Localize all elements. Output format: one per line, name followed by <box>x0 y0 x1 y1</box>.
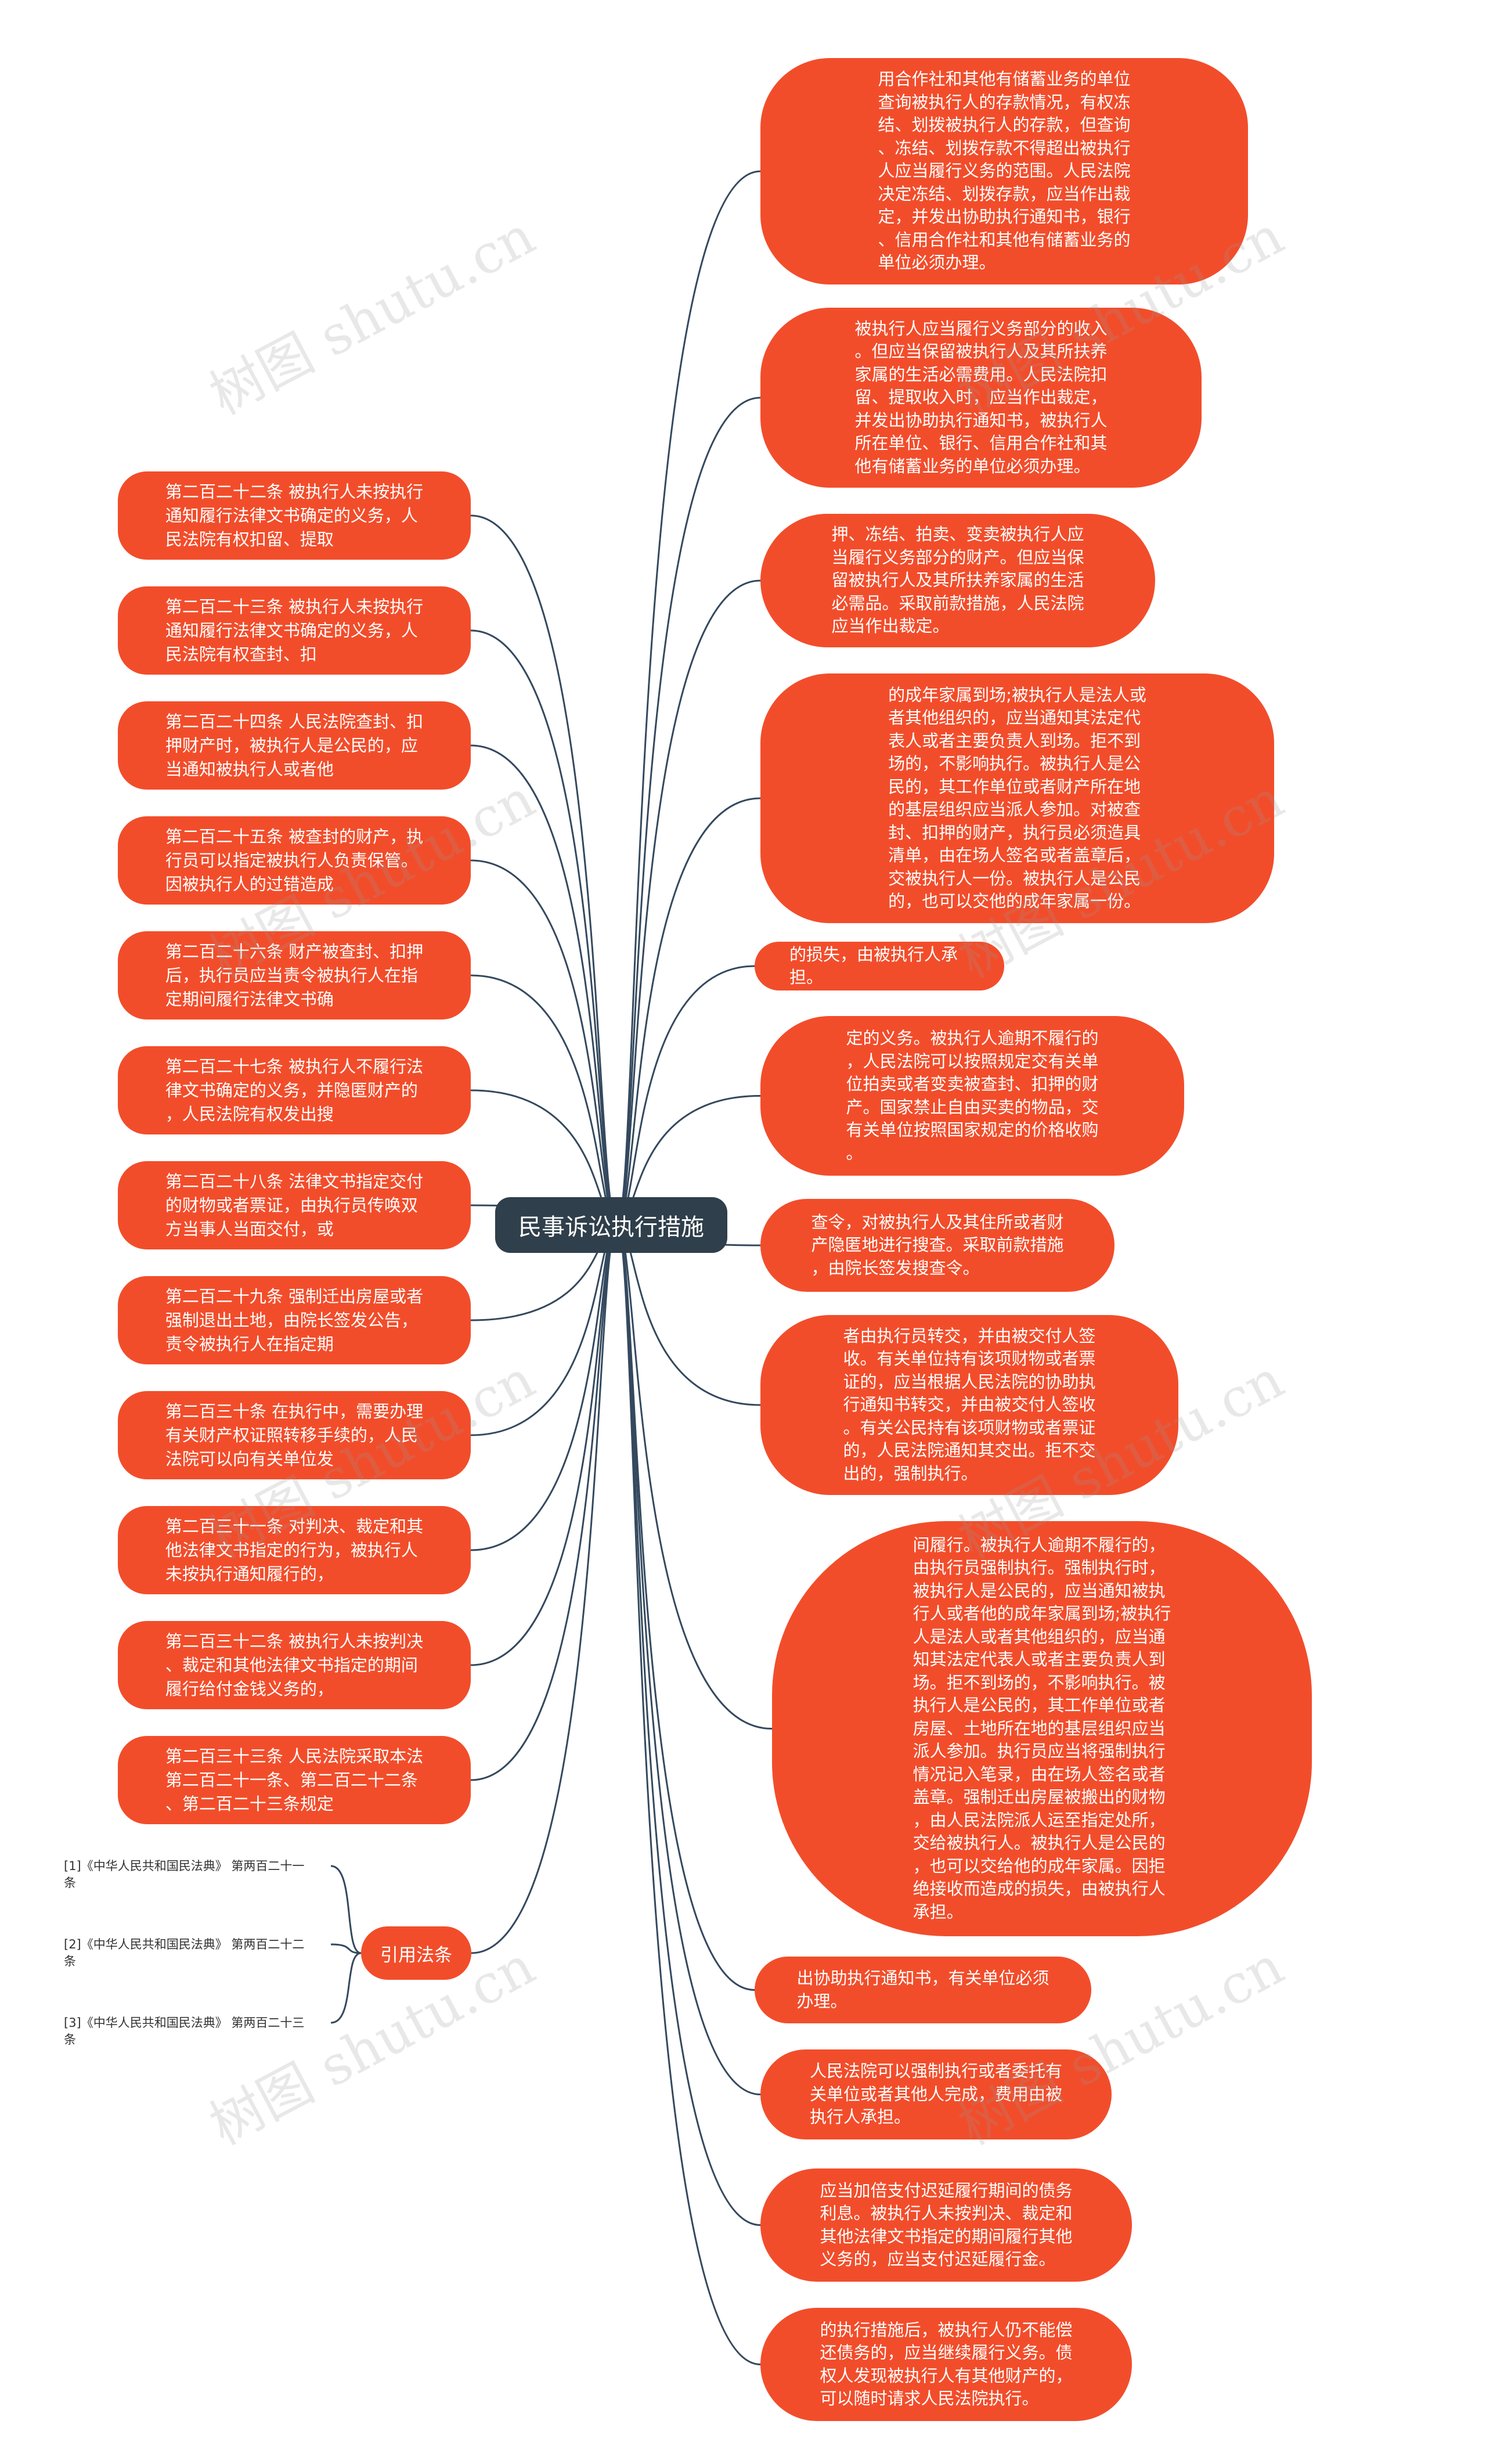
connector-left <box>470 859 618 1226</box>
right-branch-node[interactable]: 押、冻结、拍卖、变卖被执行人应 当履行义务部分的财产。但应当保 留被执行人及其所… <box>760 514 1155 647</box>
right-branch-node[interactable]: 定的义务。被执行人逾期不履行的 ，人民法院可以按照规定交有关单 位拍卖或者变卖被… <box>760 1016 1184 1176</box>
right-branch-node[interactable]: 用合作社和其他有储蓄业务的单位 查询被执行人的存款情况，有权冻 结、划拨被执行人… <box>760 58 1248 284</box>
right-branch-text: 被执行人应当履行义务部分的收入 。但应当保留被执行人及其所扶养 家属的生活必需费… <box>854 318 1108 476</box>
right-branch-node[interactable]: 查令，对被执行人及其住所或者财 产隐匿地进行搜查。采取前款措施 ，由院长签发搜查… <box>760 1199 1114 1292</box>
left-branch-text: 第二百三十条 在执行中，需要办理 有关财产权证照转移手续的，人民 法院可以向有关… <box>165 1401 424 1469</box>
connector-right <box>616 579 761 1226</box>
reference-item: [3]《中华人民共和国民法典》 第两百二十三 条 <box>64 2016 305 2047</box>
reference-item: [1]《中华人民共和国民法典》 第两百二十一 条 <box>64 1859 305 1890</box>
right-branch-node[interactable]: 出协助执行通知书，有关单位必须 办理。 <box>755 1957 1091 2023</box>
connector-left <box>470 629 618 1226</box>
right-branch-node[interactable]: 间履行。被执行人逾期不履行的， 由执行员强制执行。强制执行时， 被执行人是公民的… <box>772 1521 1312 1936</box>
right-branch-node[interactable]: 应当加倍支付迟延履行期间的债务 利息。被执行人未按判决、裁定和 其他法律文书指定… <box>760 2168 1132 2282</box>
left-branch-text: 第二百三十一条 对判决、裁定和其 他法律文书指定的行为，被执行人 未按执行通知履… <box>165 1516 424 1584</box>
right-branch-node[interactable]: 的损失，由被执行人承担。 <box>755 942 1004 990</box>
left-branch-text: 第二百三十二条 被执行人未按判决 、裁定和其他法律文书指定的期间 履行给付金钱义… <box>165 1631 424 1699</box>
left-branch-text: 第二百二十四条 人民法院查封、扣 押财产时，被执行人是公民的，应 当通知被执行人… <box>165 711 424 779</box>
right-branch-node[interactable]: 者由执行员转交，并由被交付人签 收。有关单位持有该项财物或者票 证的，应当根据人… <box>760 1315 1178 1495</box>
connector-right <box>616 1224 761 2365</box>
left-branch-node[interactable]: 第二百三十二条 被执行人未按判决 、裁定和其他法律文书指定的期间 履行给付金钱义… <box>118 1621 471 1709</box>
reference-item: [2]《中华人民共和国民法典》 第两百二十二 条 <box>64 1937 305 1968</box>
connector-right <box>616 1224 761 2095</box>
left-branch-text: 第二百二十五条 被查封的财产，执 行员可以指定被执行人负责保管。 因被执行人的过… <box>165 826 424 894</box>
connector-right <box>616 397 761 1226</box>
left-branch-text: 第二百二十九条 强制迁出房屋或者 强制退出土地，由院长签发公告， 责令被执行人在… <box>165 1286 424 1354</box>
right-branch-text: 的损失，由被执行人承担。 <box>789 944 958 988</box>
connector-left <box>470 1224 618 1666</box>
right-branch-text: 查令，对被执行人及其住所或者财 产隐匿地进行搜查。采取前款措施 ，由院长签发搜查… <box>811 1212 1064 1278</box>
left-branch-node[interactable]: 第二百二十九条 强制迁出房屋或者 强制退出土地，由院长签发公告， 责令被执行人在… <box>118 1276 471 1364</box>
connector-right <box>616 1224 755 1991</box>
right-branch-text: 押、冻结、拍卖、变卖被执行人应 当履行义务部分的财产。但应当保 留被执行人及其所… <box>831 524 1084 636</box>
left-branch-node[interactable]: 第二百二十七条 被执行人不履行法 律文书确定的义务，并隐匿财产的 ，人民法院有权… <box>118 1046 471 1134</box>
left-branch-node[interactable]: 第二百二十六条 财产被查封、扣押 后，执行员应当责令被执行人在指 定期间履行法律… <box>118 931 471 1020</box>
connector-right <box>616 1224 761 2226</box>
left-branch-node[interactable]: 第二百三十一条 对判决、裁定和其 他法律文书指定的行为，被执行人 未按执行通知履… <box>118 1506 471 1594</box>
right-branch-node[interactable]: 人民法院可以强制执行或者委托有 关单位或者其他人完成，费用由被 执行人承担。 <box>760 2049 1112 2139</box>
right-branch-node[interactable]: 的执行措施后，被执行人仍不能偿 还债务的，应当继续履行义务。债 权人发现被执行人… <box>760 2308 1132 2421</box>
references-hub[interactable]: 引用法条 <box>361 1926 471 1980</box>
right-branch-text: 应当加倍支付迟延履行期间的债务 利息。被执行人未按判决、裁定和 其他法律文书指定… <box>820 2180 1073 2270</box>
left-branch-node[interactable]: 第二百二十八条 法律文书指定交付 的财物或者票证，由执行员传唤双 方当事人当面交… <box>118 1161 471 1249</box>
right-branch-text: 间履行。被执行人逾期不履行的， 由执行员强制执行。强制执行时， 被执行人是公民的… <box>912 1534 1171 1922</box>
central-topic[interactable]: 民事诉讼执行措施 <box>495 1197 727 1253</box>
left-branch-node[interactable]: 第二百二十二条 被执行人未按执行 通知履行法律文书确定的义务，人 民法院有权扣留… <box>118 471 471 560</box>
left-branch-node[interactable]: 第二百三十三条 人民法院采取本法 第二百二十一条、第二百二十二条 、第二百二十三… <box>118 1736 471 1824</box>
left-branch-text: 第二百二十二条 被执行人未按执行 通知履行法律文书确定的义务，人 民法院有权扣留… <box>165 481 424 549</box>
connector-left <box>470 974 618 1226</box>
connector-left <box>471 1224 618 1954</box>
right-branch-text: 的执行措施后，被执行人仍不能偿 还债务的，应当继续履行义务。债 权人发现被执行人… <box>820 2319 1073 2409</box>
left-branch-text: 第二百三十三条 人民法院采取本法 第二百二十一条、第二百二十二条 、第二百二十三… <box>165 1746 424 1814</box>
left-branch-text: 第二百二十八条 法律文书指定交付 的财物或者票证，由执行员传唤双 方当事人当面交… <box>165 1171 424 1239</box>
right-branch-text: 的成年家属到场;被执行人是法人或 者其他组织的，应当通知其法定代 表人或者主要负… <box>888 685 1146 912</box>
left-branch-node[interactable]: 第二百二十三条 被执行人未按执行 通知履行法律文书确定的义务，人 民法院有权查封… <box>118 586 471 675</box>
right-branch-text: 人民法院可以强制执行或者委托有 关单位或者其他人完成，费用由被 执行人承担。 <box>809 2061 1062 2127</box>
central-topic-label: 民事诉讼执行措施 <box>518 1214 704 1241</box>
right-branch-node[interactable]: 被执行人应当履行义务部分的收入 。但应当保留被执行人及其所扶养 家属的生活必需费… <box>760 308 1202 488</box>
right-branch-node[interactable]: 的成年家属到场;被执行人是法人或 者其他组织的，应当通知其法定代 表人或者主要负… <box>760 673 1274 923</box>
connector-right <box>616 1224 773 1730</box>
left-branch-text: 第二百二十六条 财产被查封、扣押 后，执行员应当责令被执行人在指 定期间履行法律… <box>165 941 424 1009</box>
left-branch-node[interactable]: 第二百二十五条 被查封的财产，执 行员可以指定被执行人负责保管。 因被执行人的过… <box>118 816 471 905</box>
watermark: 树图 shutu.cn <box>200 204 545 427</box>
left-branch-node[interactable]: 第二百三十条 在执行中，需要办理 有关财产权证照转移手续的，人民 法院可以向有关… <box>118 1391 471 1479</box>
connector-right <box>616 170 761 1226</box>
left-branch-text: 第二百二十三条 被执行人未按执行 通知履行法律文书确定的义务，人 民法院有权查封… <box>165 596 424 664</box>
left-branch-node[interactable]: 第二百二十四条 人民法院查封、扣 押财产时，被执行人是公民的，应 当通知被执行人… <box>118 701 471 790</box>
left-branch-text: 第二百二十七条 被执行人不履行法 律文书确定的义务，并隐匿财产的 ，人民法院有权… <box>165 1056 424 1124</box>
right-branch-text: 定的义务。被执行人逾期不履行的 ，人民法院可以按照规定交有关单 位拍卖或者变卖被… <box>846 1028 1099 1163</box>
right-branch-text: 用合作社和其他有储蓄业务的单位 查询被执行人的存款情况，有权冻 结、划拨被执行人… <box>878 69 1131 273</box>
connector-right <box>616 965 755 1226</box>
connector-left <box>470 1224 618 1781</box>
right-branch-text: 者由执行员转交，并由被交付人签 收。有关单位持有该项财物或者票 证的，应当根据人… <box>843 1325 1096 1483</box>
connector-right <box>616 797 761 1226</box>
connector-left <box>470 514 618 1226</box>
right-branch-text: 出协助执行通知书，有关单位必须 办理。 <box>796 1968 1049 2011</box>
references-hub-label: 引用法条 <box>380 1944 452 1966</box>
